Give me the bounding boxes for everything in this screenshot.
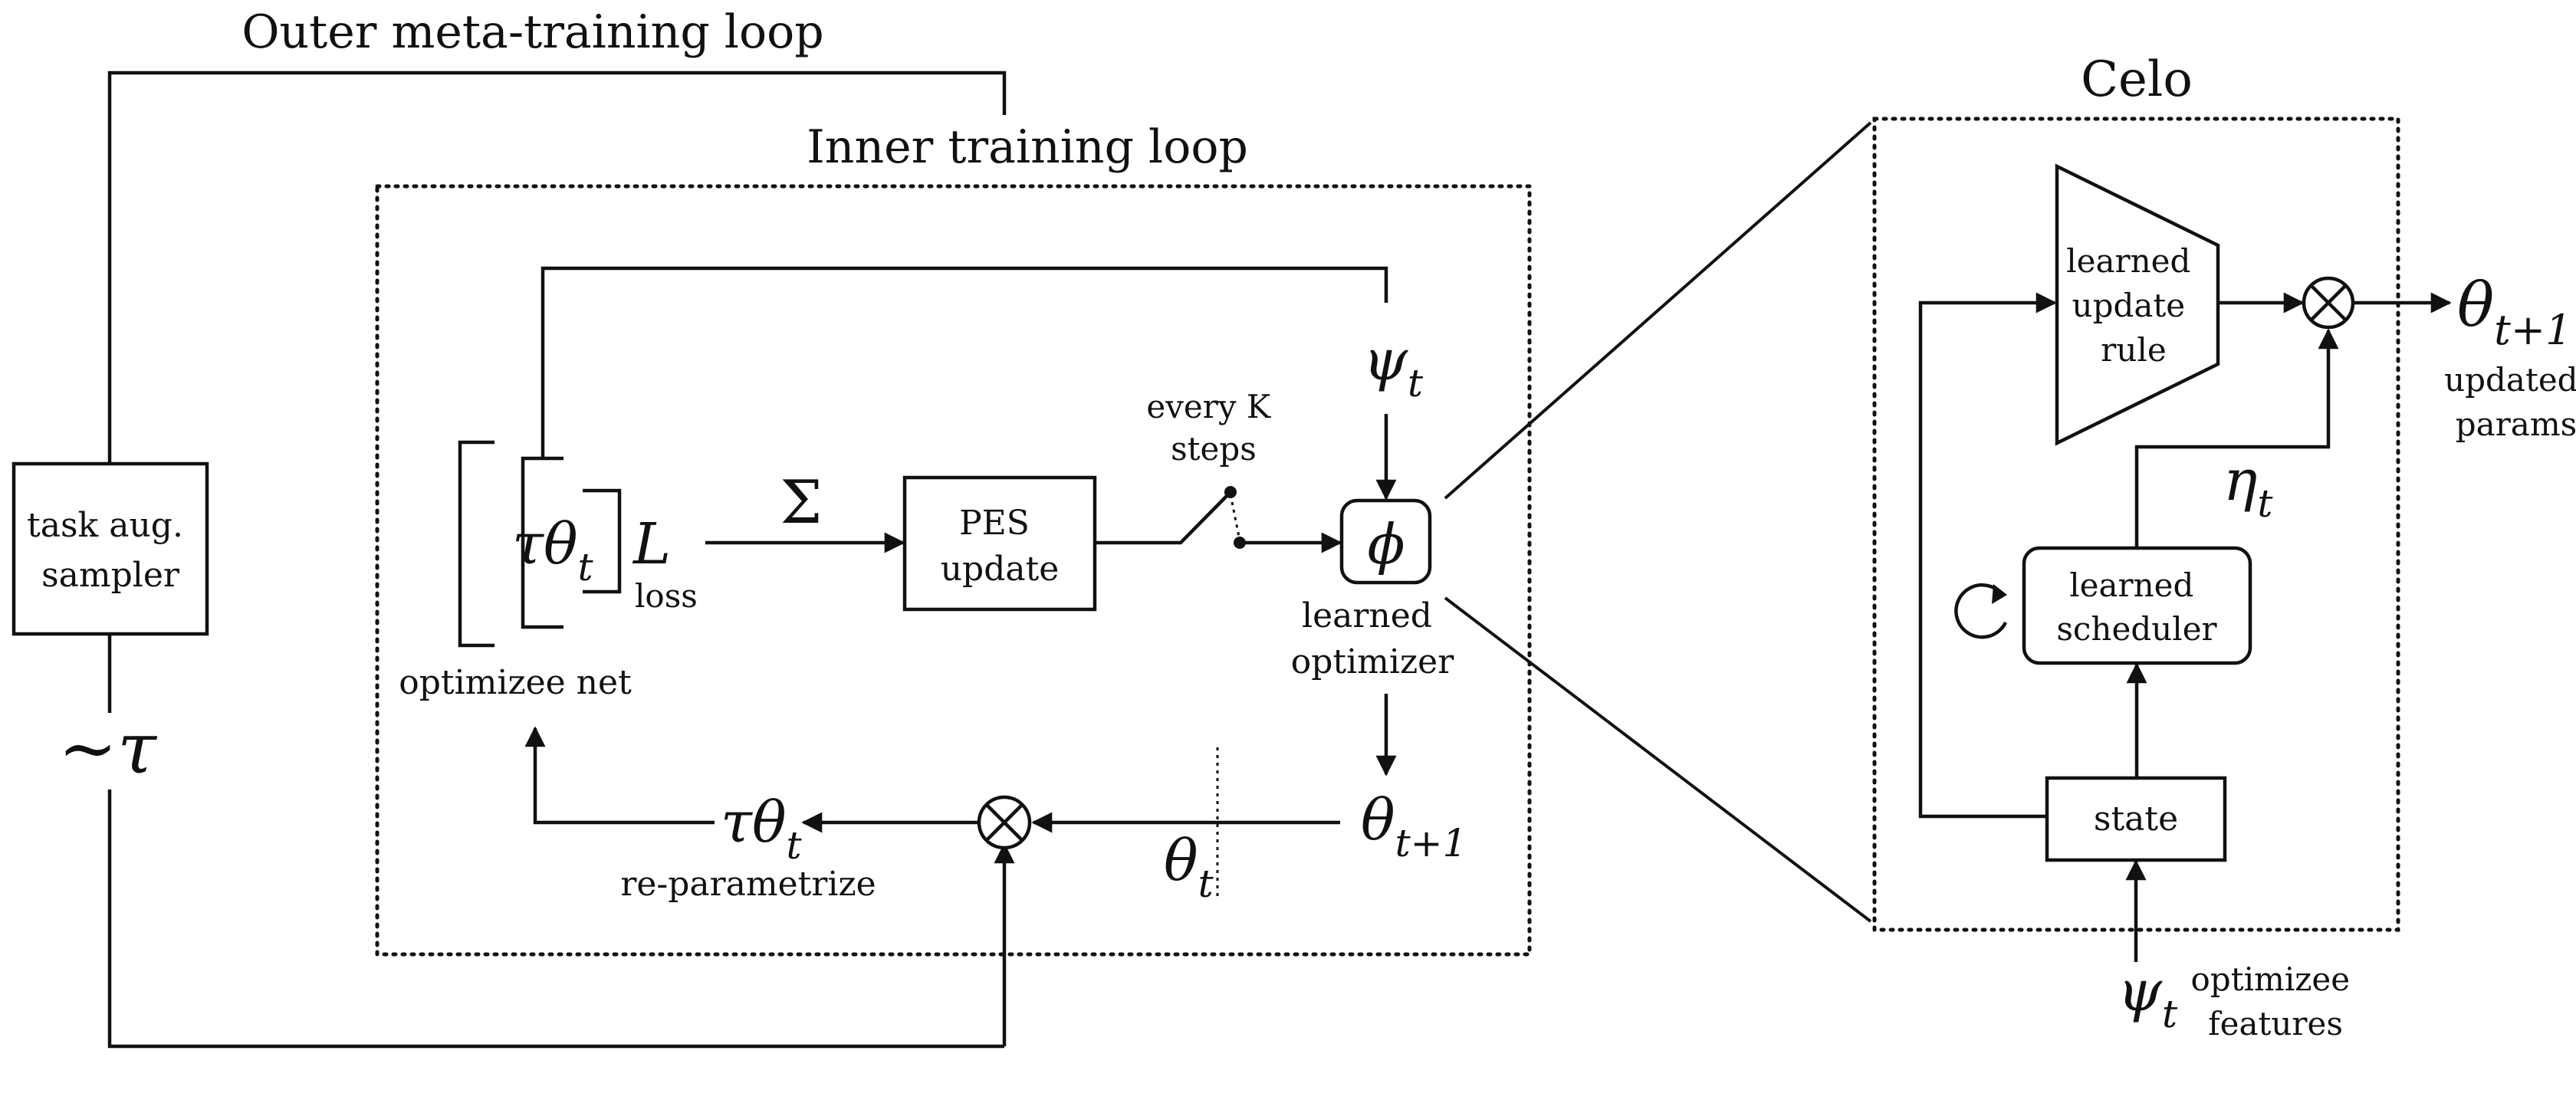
phi-symbol: ϕ: [1367, 512, 1405, 576]
inner-loop-title: Inner training loop: [807, 120, 1248, 174]
recurrence-loop-icon: [1954, 583, 2008, 639]
celo-theta-t-plus-1-label: θt+1: [2457, 269, 2571, 354]
reparam-to-net-arrow: [524, 726, 715, 825]
updated-params-label: updated params: [2444, 361, 2576, 443]
tau-label-bg: [46, 713, 176, 790]
tau-theta-t-label: τθt: [512, 511, 594, 589]
sum-symbol: Σ: [780, 468, 822, 537]
phi-box: [1339, 498, 1432, 585]
tau-sample-label: ~τ: [58, 708, 158, 790]
optimizee-net-label: optimizee net: [399, 663, 632, 702]
outer-loop-title: Outer meta-training loop: [242, 5, 823, 59]
celo-title: Celo: [2081, 51, 2193, 108]
loss-symbol: L: [632, 511, 671, 577]
reparametrize-label: re-parametrize: [620, 865, 876, 904]
state-to-rule-arrow: [1918, 292, 2057, 819]
celo-psi-t-label: ψt: [2118, 958, 2178, 1036]
learned-update-rule-label: learned update rule: [2066, 242, 2201, 369]
psi-t-label: ψt: [1363, 327, 1424, 405]
every-k-steps-label: every K steps: [1146, 388, 1280, 468]
outer-loop-bottom-line: [107, 790, 1004, 1049]
inner-loop: Inner training loop τθt L loss optimizee…: [375, 120, 1532, 957]
learned-scheduler-label: learned scheduler: [2056, 566, 2217, 648]
theta-t-label: θt: [1164, 828, 1214, 906]
net-layer-3: [583, 488, 622, 594]
scheduler-to-multiply-arrow: [2134, 328, 2339, 548]
inner-loop-frame: [375, 184, 1532, 957]
outer-loop-top-line: [107, 71, 1007, 464]
pes-to-switch-line: [1095, 491, 1232, 545]
reparam-multiply-node: [977, 795, 1032, 850]
state-label: state: [2094, 799, 2178, 839]
outer-loop: Outer meta-training loop task aug. sampl…: [12, 5, 1015, 1049]
zoom-line-bottom: [1444, 596, 1872, 923]
celo-panel: Celo learned update rule θt+1 updated pa…: [1872, 51, 2576, 1042]
theta-t-plus-1-label: θt+1: [1361, 787, 1467, 865]
loss-label: loss: [635, 577, 698, 615]
pes-update-label: PES update: [941, 504, 1060, 589]
celo-frame: [1872, 117, 2400, 932]
task-sampler-box: [12, 461, 209, 636]
celo-multiply-node: [2302, 276, 2355, 330]
net-layer-1: [458, 440, 495, 648]
zoom-line-top: [1444, 121, 1872, 500]
learned-optimizer-label: learned optimizer: [1291, 596, 1454, 681]
reparam-tau-theta-label: τθt: [721, 790, 803, 868]
switch-dotted-link: [1230, 501, 1240, 537]
switch-top-dot: [1224, 486, 1237, 498]
net-to-psi-line: [540, 266, 1388, 458]
task-sampler-label: task aug. sampler: [27, 506, 194, 595]
optimizee-features-label: optimizee features: [2191, 960, 2361, 1042]
optimizee-net: τθt L loss optimizee net: [399, 440, 698, 702]
pes-update-box: [902, 475, 1097, 612]
eta-t-label: ηt: [2223, 448, 2273, 526]
learned-update-rule-shape: [2055, 163, 2220, 446]
